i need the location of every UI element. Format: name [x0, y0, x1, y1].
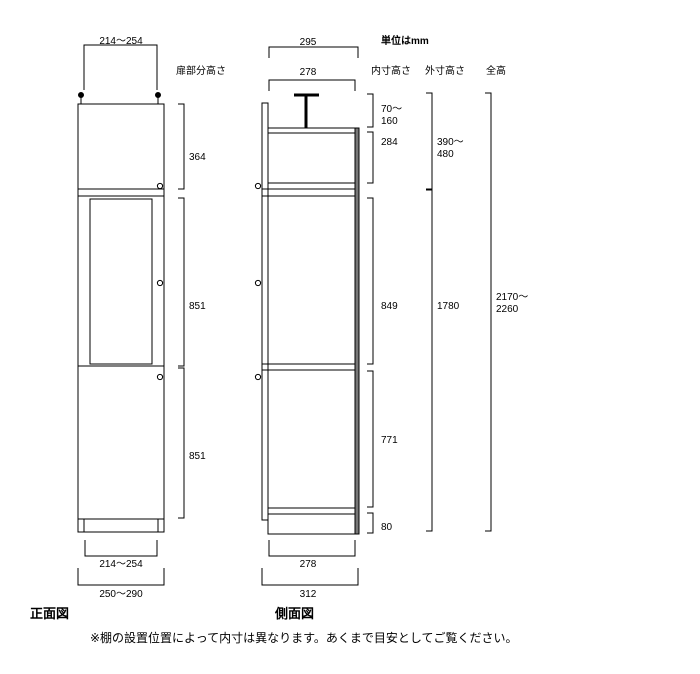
side-inner-bracket-2 — [367, 131, 374, 184]
front-pole-cap-right — [155, 92, 161, 98]
outer-height-2: 1780 — [437, 301, 460, 312]
front-door-bracket-1 — [178, 103, 185, 190]
front-door-bracket-2 — [178, 197, 185, 367]
side-outer-depth-label: 312 — [300, 589, 317, 600]
outer-height-1: 390〜480 — [437, 137, 464, 160]
inner-heights-header: 内寸高さ — [371, 64, 411, 77]
side-outer-depth-bracket — [261, 568, 359, 586]
side-inner-depth-bottom-label: 278 — [300, 559, 317, 570]
front-pole-cap-left — [78, 92, 84, 98]
side-knob-bottom — [254, 373, 262, 381]
front-outer-width-label: 250〜290 — [99, 589, 143, 600]
side-inner-bracket-1 — [367, 93, 374, 128]
door-height-3: 851 — [189, 451, 206, 462]
side-top-board — [267, 127, 356, 134]
side-bottom-shelf — [267, 507, 356, 515]
side-top-depth-bracket — [268, 46, 359, 58]
side-inner-bracket-4 — [367, 370, 374, 508]
front-outer-width-bracket — [77, 568, 165, 586]
side-inner-depth-bottom-bracket — [268, 540, 356, 557]
front-view-caption: 正面図 — [30, 606, 69, 621]
total-height-value: 2170〜2260 — [496, 292, 528, 315]
side-middle-shelf — [261, 363, 356, 371]
inner-height-2: 284 — [381, 137, 398, 148]
side-front-panel — [261, 102, 269, 521]
disclaimer-note: ※棚の設置位置によって内寸は異なります。あくまで目安としてご覧ください。 — [90, 630, 518, 645]
side-inner-bracket-5 — [367, 512, 374, 534]
side-knob-top — [254, 182, 262, 190]
front-plinth-recess — [83, 518, 159, 533]
front-inner-width-label: 214〜254 — [99, 559, 143, 570]
side-view-caption: 側面図 — [274, 606, 314, 621]
side-inner-bracket-3 — [367, 197, 374, 365]
front-view — [77, 44, 185, 586]
inner-height-4: 771 — [381, 435, 398, 446]
front-inner-width-bracket — [84, 540, 158, 557]
inner-height-1: 70〜160 — [381, 104, 402, 127]
side-outer-bracket-2 — [426, 189, 433, 532]
unit-label: 単位はmm — [381, 34, 429, 47]
door-height-1: 364 — [189, 152, 206, 163]
front-door-bracket-3 — [178, 367, 185, 519]
inner-height-5: 80 — [381, 522, 393, 533]
side-outer-bracket-1 — [426, 92, 433, 190]
side-inner-depth-top-bracket — [268, 79, 356, 91]
inner-height-3: 849 — [381, 301, 398, 312]
front-middle-band — [77, 188, 165, 197]
side-total-bracket — [485, 92, 492, 532]
side-view — [254, 46, 492, 586]
side-upper-bottom-board — [267, 182, 356, 190]
front-top-unit — [77, 103, 165, 190]
front-glass-panel — [89, 198, 153, 365]
front-top-width-bracket — [83, 44, 158, 90]
side-top-depth-label: 295 — [300, 37, 317, 48]
side-knob-middle — [254, 279, 262, 287]
door-heights-header: 扉部分高さ — [176, 64, 226, 77]
front-top-width-label: 214〜254 — [99, 36, 143, 47]
front-knob-bottom — [156, 373, 164, 381]
front-knob-top — [156, 182, 164, 190]
door-height-2: 851 — [189, 301, 206, 312]
total-height-header: 全高 — [486, 64, 506, 77]
front-knob-middle — [156, 279, 164, 287]
side-inner-depth-top-label: 278 — [300, 67, 317, 78]
side-plinth — [267, 513, 356, 535]
outer-heights-header: 外寸高さ — [425, 64, 465, 77]
side-middle-band — [261, 188, 356, 197]
side-back-panel — [354, 127, 360, 535]
